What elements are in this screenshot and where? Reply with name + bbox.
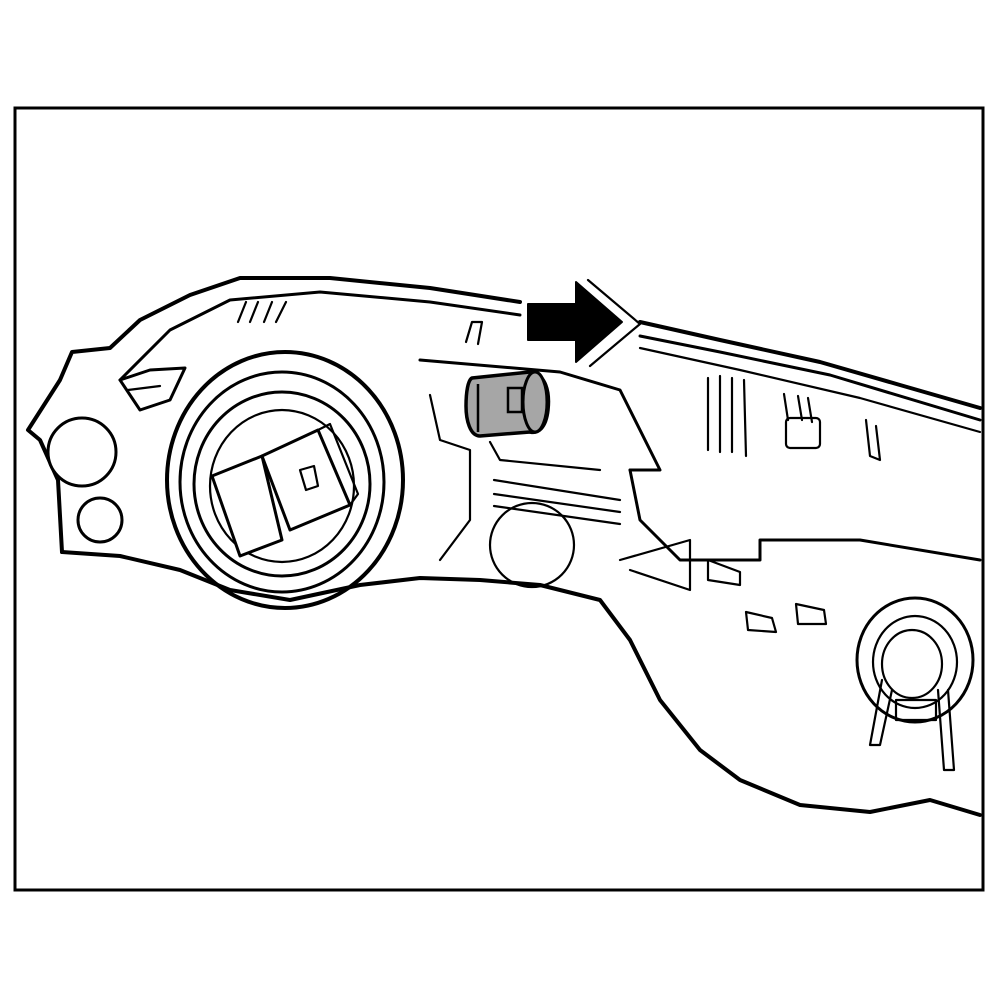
side-socket (855, 596, 975, 772)
arrow-right-icon (527, 278, 642, 368)
mounting-bracket (46, 366, 187, 544)
bulb-socket (165, 350, 405, 610)
bulb-connector (210, 422, 360, 558)
clip-fastener (464, 370, 551, 438)
figure-frame (13, 106, 985, 892)
headlamp-housing (26, 276, 982, 817)
